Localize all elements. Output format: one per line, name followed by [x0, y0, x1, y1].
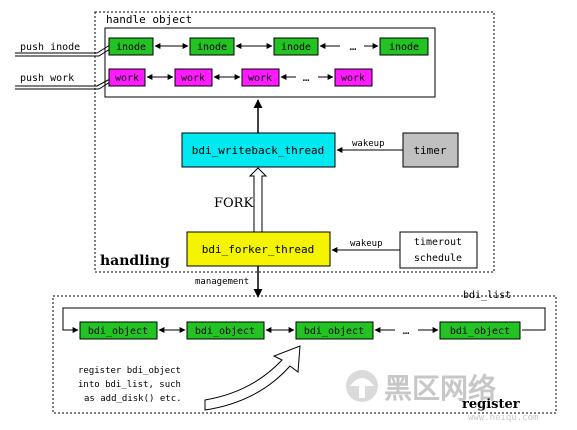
inode-label-2: inode: [197, 42, 227, 53]
handle-object-title: handle object: [106, 13, 192, 26]
bdi-object-label-3: bdi_object: [304, 326, 364, 337]
work-box-1: [108, 68, 146, 87]
bdi-object-label-2: bdi_object: [195, 326, 255, 337]
work-label-2: work: [181, 73, 205, 84]
register-note-line3: as add_disk() etc.: [84, 394, 182, 404]
work-label-3: work: [248, 73, 272, 84]
wakeup-bottom-label: wakeup: [350, 239, 383, 249]
forker-thread-label: bdi_forker_thread: [202, 243, 315, 256]
inode-row: inode inode inode … inode: [108, 37, 429, 56]
writeback-thread-label: bdi_writeback_thread: [192, 144, 324, 157]
work-row: work work work … work: [108, 68, 373, 87]
management-label: management: [195, 277, 249, 287]
register-note-line2: into bdi_list, such: [78, 380, 181, 390]
watermark-mushroom-shape: [350, 378, 374, 398]
writeback-thread-box: [181, 132, 336, 168]
watermark: 黑区网络 www.heiqu.com: [346, 370, 538, 423]
timeout-label-line1: timerout: [414, 237, 462, 248]
push-work-arrow: [15, 78, 111, 90]
inode-box-4: [379, 37, 429, 56]
bdi-object-label-1: bdi_object: [88, 326, 148, 337]
inode-label-3: inode: [281, 42, 311, 53]
inode-box-2: [189, 37, 235, 56]
timeout-box: [399, 231, 478, 269]
bdi-object-box-4: [439, 321, 521, 340]
bdi-object-row: bdi_object bdi_object bdi_object … bdi_o…: [79, 321, 521, 340]
bdi-list-label: bdi_list: [463, 290, 511, 301]
bdi-list-region: [52, 295, 557, 414]
work-ellipsis: …: [303, 71, 310, 84]
handling-region: [94, 11, 495, 273]
bdi-object-box-2: [186, 321, 265, 340]
work-box-4: [334, 68, 373, 87]
handle-object-box: [104, 27, 436, 98]
inode-box-3: [273, 37, 319, 56]
bdi-object-label-4: bdi_object: [450, 326, 510, 337]
inode-label-1: inode: [116, 42, 146, 53]
inode-ellipsis: …: [350, 40, 357, 53]
wakeup-top-label: wakeup: [352, 139, 385, 149]
timeout-label-line2: schedule: [414, 253, 462, 264]
register-label: register: [462, 397, 520, 412]
work-box-3: [241, 68, 280, 87]
fork-label: FORK: [214, 196, 253, 211]
inode-label-4: inode: [389, 42, 419, 53]
work-box-2: [174, 68, 213, 87]
watermark-text: 黑区网络: [384, 372, 496, 405]
push-inode-arrow: [15, 44, 111, 57]
watermark-url: www.heiqu.com: [468, 413, 538, 423]
bdi-object-ellipsis: …: [403, 324, 410, 337]
work-label-1: work: [115, 73, 139, 84]
work-label-4: work: [341, 73, 365, 84]
timer-box: [402, 132, 459, 168]
fork-hollow-arrow: [248, 167, 268, 233]
timer-label: timer: [413, 144, 446, 157]
forker-thread-box: [186, 231, 331, 267]
bdi-object-box-1: [79, 321, 158, 340]
inode-box-1: [108, 37, 154, 56]
push-work-label: push work: [20, 73, 74, 84]
register-curved-arrow: [204, 345, 301, 411]
register-note-line1: register bdi_object: [78, 366, 181, 376]
handling-label: handling: [100, 253, 170, 269]
push-inode-label: push inode: [20, 42, 80, 53]
bdi-object-box-3: [295, 321, 374, 340]
